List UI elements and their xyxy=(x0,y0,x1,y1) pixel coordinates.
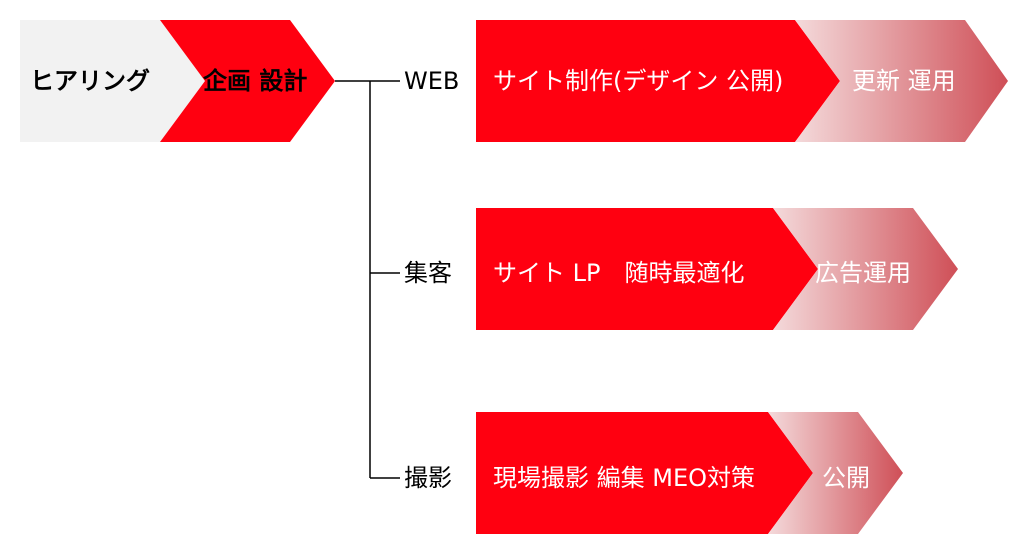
photo-next-chevron xyxy=(768,412,903,534)
photo-main-label: 現場撮影 編集 MEO対策 xyxy=(493,464,756,492)
marketing-main-block xyxy=(476,208,818,330)
web-main-block xyxy=(476,20,840,142)
marketing-main-label: サイト LP 随時最適化 xyxy=(493,259,745,287)
planning-chevron xyxy=(160,20,335,142)
marketing-next-label: 広告運用 xyxy=(815,259,911,287)
branch-label-marketing: 集客 xyxy=(404,259,452,287)
marketing-next-chevron xyxy=(773,208,958,330)
web-next-label: 更新 運用 xyxy=(852,67,956,95)
web-main-label: サイト制作(デザイン 公開) xyxy=(493,67,784,95)
branch-label-web: WEB xyxy=(404,67,460,95)
planning-label: 企画 設計 xyxy=(203,67,308,95)
hearing-label: ヒアリング xyxy=(30,67,150,95)
branch-connector xyxy=(335,80,400,479)
branch-label-photo: 撮影 xyxy=(404,464,452,492)
hearing-block xyxy=(20,20,205,142)
photo-next-label: 公開 xyxy=(822,464,870,492)
web-next-chevron xyxy=(795,20,1008,142)
photo-main-block xyxy=(476,412,813,534)
